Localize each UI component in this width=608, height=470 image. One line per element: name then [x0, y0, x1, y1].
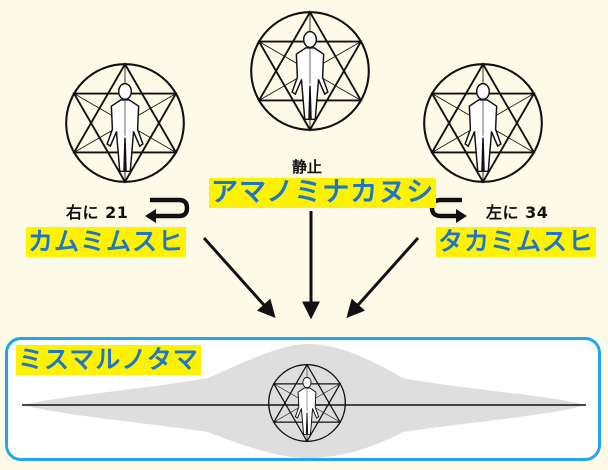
rotation-arrow-clockwise-icon: [145, 197, 190, 223]
misumaru-tama-panel: [5, 337, 601, 461]
misumaru-tama-graphic: [22, 344, 586, 458]
center-merkaba-figure: [250, 11, 370, 131]
right-merkaba-figure: [423, 63, 543, 183]
left-rotation-label: 右に 21: [66, 203, 129, 222]
misumaru-tama-name: ミスマルノタマ: [16, 345, 201, 375]
center-deity-name: アマノミナカヌシ: [209, 177, 437, 208]
rotation-arrow-counterclockwise-icon: [429, 197, 467, 223]
left-merkaba-figure: [65, 63, 185, 183]
right-deity-name: タカミムスヒ: [436, 227, 597, 257]
right-convergence-arrow: [346, 236, 420, 319]
right-rotation-label: 左に 34: [486, 203, 549, 222]
still-label: 静止: [292, 158, 323, 176]
left-deity-name: カムミムスヒ: [26, 227, 187, 257]
left-convergence-arrow: [202, 236, 276, 319]
